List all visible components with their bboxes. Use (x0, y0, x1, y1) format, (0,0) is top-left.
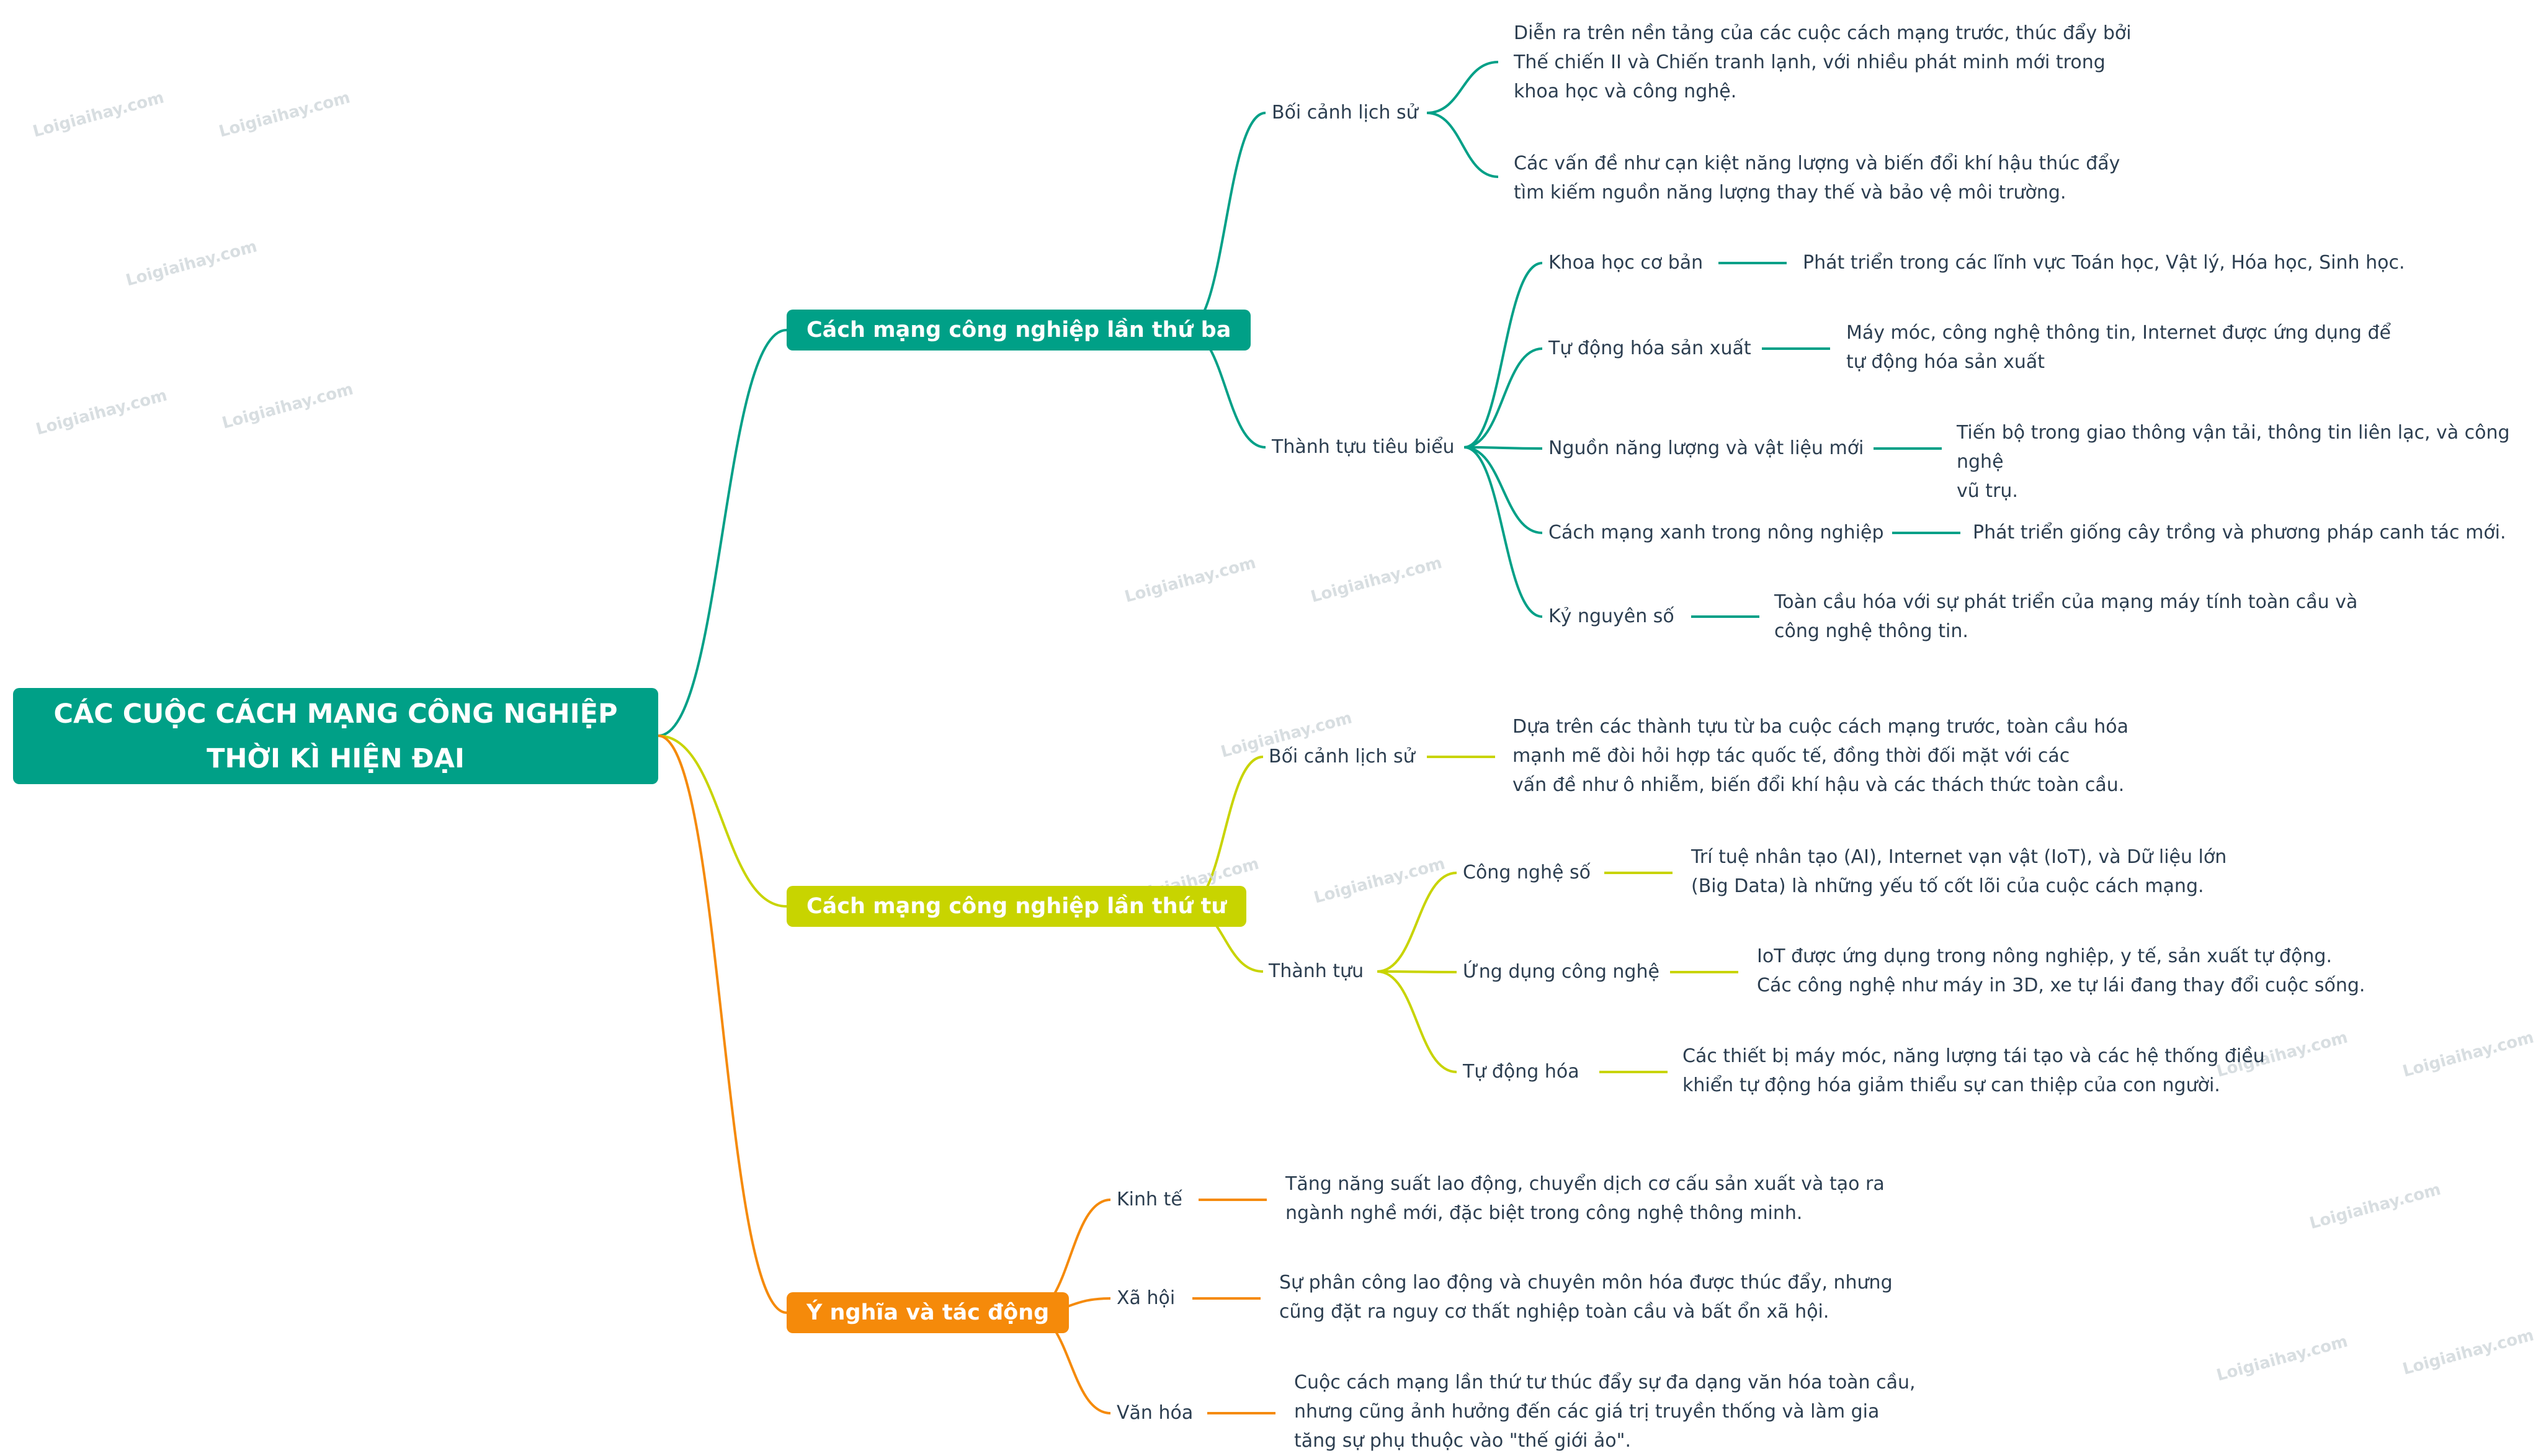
connector-context-item1 (1426, 61, 1499, 114)
connector-third-item-1 (1463, 347, 1543, 449)
impact-item-economy-text: Tăng năng suất lao động, chuyển dịch cơ … (1285, 1173, 1885, 1224)
third-item-energy-materials[interactable]: Nguồn năng lượng và vật liệu mới (1548, 437, 1864, 459)
connector-fourth-item-2 (1377, 970, 1457, 1073)
third-context-text-1: Diễn ra trên nền tảng của các cuộc cách … (1514, 22, 2132, 102)
third-item-basic-science[interactable]: Khoa học cơ bản (1548, 252, 1704, 274)
branch-impact[interactable]: Ý nghĩa và tác động (787, 1292, 1070, 1333)
root-title-line2: THỜI KÌ HIỆN ĐẠI (207, 743, 465, 774)
third-item-automation-text: Máy móc, công nghệ thông tin, Internet đ… (1846, 322, 2391, 373)
third-item-green-revolution-text: Phát triển giống cây trồng và phương phá… (1973, 522, 2506, 543)
fourth-item-digital-tech[interactable]: Công nghệ số (1463, 862, 1591, 883)
fourth-item-automation[interactable]: Tự động hóa (1463, 1061, 1579, 1083)
branch-fourth-revolution[interactable]: Cách mạng công nghiệp lần thứ tư (787, 886, 1247, 927)
connector-third-item-4 (1463, 446, 1543, 618)
fourth-context-label[interactable]: Bối cảnh lịch sử (1269, 746, 1415, 767)
connector-root-fourth (658, 735, 787, 908)
connector-fourth-item-0 (1377, 872, 1457, 973)
connector-third-item-2 (1463, 446, 1543, 450)
third-item-digital-era-text: Toàn cầu hóa với sự phát triển của mạng … (1774, 591, 2358, 642)
connector-fourth-item-1 (1377, 970, 1457, 973)
fourth-achievements-label[interactable]: Thành tựu (1269, 960, 1364, 982)
impact-item-society[interactable]: Xã hội (1117, 1287, 1176, 1309)
fourth-item-applications[interactable]: Ứng dụng công nghệ (1463, 961, 1659, 983)
connector-root-impact (658, 735, 787, 1314)
third-context-text-2: Các vấn đề như cạn kiệt năng lượng và bi… (1514, 153, 2120, 203)
fourth-item-digital-tech-text: Trí tuệ nhân tạo (AI), Internet vạn vật … (1691, 846, 2227, 897)
root-title-line1: CÁC CUỘC CÁCH MẠNG CÔNG NGHIỆP (53, 698, 618, 730)
connector-third-context (1186, 112, 1266, 331)
root-topic[interactable]: CÁC CUỘC CÁCH MẠNG CÔNG NGHIỆP THỜI KÌ H… (13, 688, 658, 784)
connector-third-item-0 (1463, 262, 1543, 449)
fourth-context-text: Dựa trên các thành tựu từ ba cuộc cách m… (1512, 716, 2128, 796)
third-item-automation[interactable]: Tự động hóa sản xuất (1548, 337, 1751, 359)
branch-third-revolution[interactable]: Cách mạng công nghiệp lần thứ ba (787, 310, 1251, 351)
impact-item-society-text: Sự phân công lao động và chuyên môn hóa … (1279, 1272, 1893, 1323)
connector-third-item-3 (1463, 446, 1543, 534)
third-achievements-label[interactable]: Thành tựu tiêu biểu (1272, 436, 1455, 458)
third-item-green-revolution[interactable]: Cách mạng xanh trong nông nghiệp (1548, 522, 1884, 543)
fourth-item-automation-text: Các thiết bị máy móc, năng lượng tái tạo… (1682, 1045, 2265, 1096)
impact-item-economy[interactable]: Kinh tế (1117, 1189, 1182, 1210)
third-item-energy-materials-text: Tiến bộ trong giao thông vận tải, thông … (1957, 422, 2510, 502)
impact-item-culture[interactable]: Văn hóa (1117, 1402, 1194, 1424)
connector-context-item2 (1426, 112, 1499, 178)
third-item-basic-science-text: Phát triển trong các lĩnh vực Toán học, … (1803, 252, 2405, 274)
impact-item-culture-text: Cuộc cách mạng lần thứ tư thúc đẩy sự đa… (1294, 1372, 1916, 1452)
third-context-label[interactable]: Bối cảnh lịch sử (1272, 102, 1418, 123)
fourth-item-applications-text: IoT được ứng dụng trong nông nghiệp, y t… (1757, 945, 2365, 996)
third-item-digital-era[interactable]: Kỷ nguyên số (1548, 605, 1674, 627)
connector-root-third (658, 329, 787, 737)
